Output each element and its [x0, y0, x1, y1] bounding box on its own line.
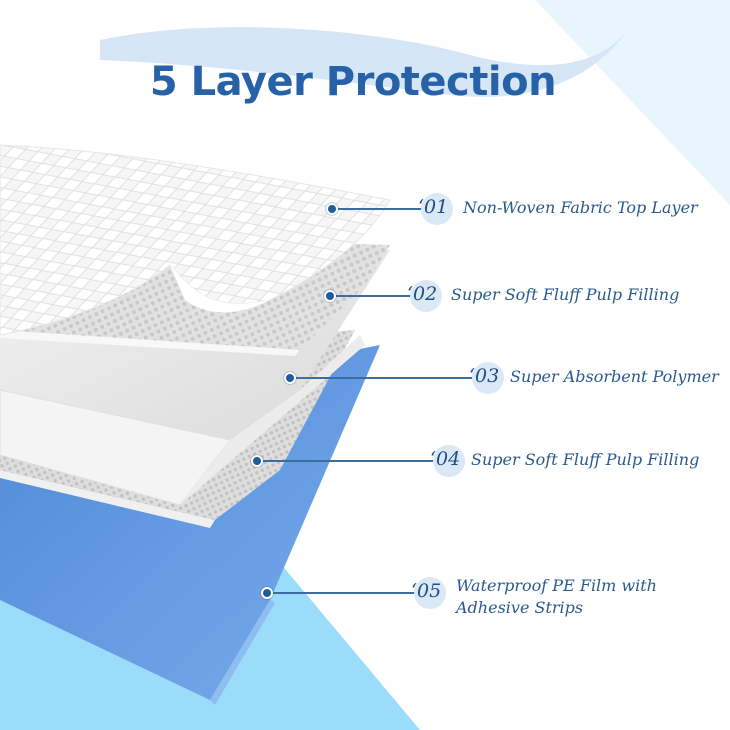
number-badge — [433, 445, 465, 477]
top-fabric-layer — [0, 144, 391, 336]
pointer-dot-icon — [261, 587, 273, 599]
layer-label: Super Absorbent Polymer — [510, 367, 719, 386]
layer-number: ‘01 — [418, 196, 449, 218]
pointer-line — [296, 377, 474, 379]
layer-label: Non-Woven Fabric Top Layer — [463, 198, 698, 217]
layer-label-line-2: Adhesive Strips — [456, 598, 584, 617]
layer-number: ‘02 — [407, 283, 438, 305]
pointer-line — [336, 295, 414, 297]
callout-layer-04: ‘04 Super Soft Fluff Pulp Filling — [0, 445, 730, 477]
pointer-dot-icon — [324, 290, 336, 302]
layer-number: ‘03 — [469, 365, 500, 387]
pointer-dot-icon — [284, 372, 296, 384]
pointer-dot-icon — [326, 203, 338, 215]
callout-layer-03: ‘03 Super Absorbent Polymer — [0, 362, 730, 394]
number-badge — [410, 280, 442, 312]
number-badge — [414, 577, 446, 609]
layer-number: ‘04 — [430, 448, 461, 470]
pointer-line — [338, 208, 426, 210]
layer-label: Super Soft Fluff Pulp Filling — [451, 285, 680, 304]
pointer-line — [273, 592, 416, 594]
number-badge — [421, 193, 453, 225]
layer-label: Super Soft Fluff Pulp Filling — [471, 450, 700, 469]
callout-layer-05: ‘05 Waterproof PE Film with Adhesive Str… — [0, 576, 730, 627]
callout-layer-02: ‘02 Super Soft Fluff Pulp Filling — [0, 280, 730, 312]
layer-label-line-1: Waterproof PE Film with — [456, 576, 657, 595]
pale-blue-triangle — [535, 0, 730, 205]
title-swoosh — [100, 22, 633, 97]
pointer-line — [263, 460, 435, 462]
number-badge — [472, 362, 504, 394]
layer-number: ‘05 — [411, 580, 442, 602]
callout-layer-01: ‘01 Non-Woven Fabric Top Layer — [0, 193, 730, 225]
page-title: 5 Layer Protection — [149, 58, 557, 105]
pointer-dot-icon — [251, 455, 263, 467]
